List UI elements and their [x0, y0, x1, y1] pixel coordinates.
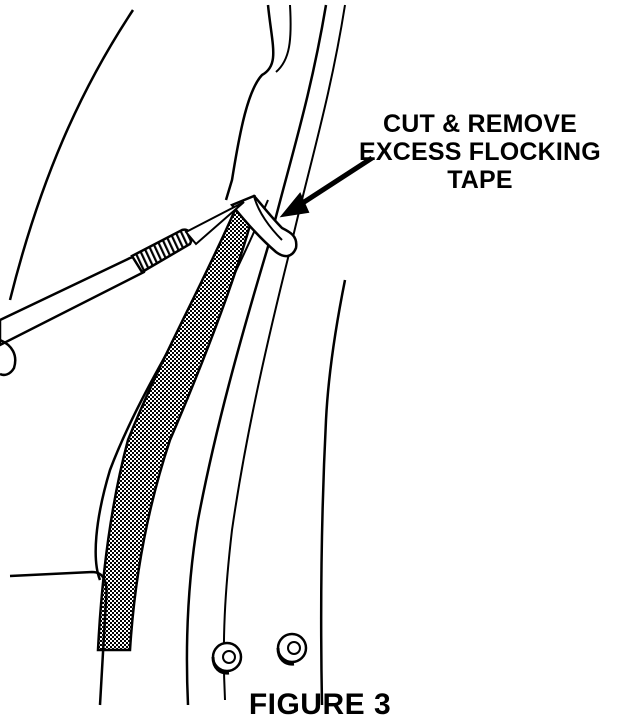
flocking-tape-strip — [96, 208, 254, 652]
callout-arrow-shaft — [296, 155, 374, 209]
callout-line-2: EXCESS FLOCKING — [359, 138, 601, 166]
callout-line-3: TAPE — [447, 166, 513, 194]
body-panel-outline — [8, 9, 135, 301]
fastener-left — [211, 641, 243, 675]
fastener-right — [276, 632, 308, 666]
excess-tape-flap — [229, 194, 298, 258]
door-frame-upper-curve — [224, 4, 275, 201]
lower-panel-outline — [9, 570, 108, 706]
pillar-line-right-1 — [185, 4, 328, 706]
knife-threaded-ferrule — [130, 228, 193, 274]
door-panel-edge — [319, 279, 347, 706]
callout-label: CUT & REMOVE EXCESS FLOCKING TAPE — [330, 110, 630, 194]
knife-blade — [184, 201, 245, 246]
door-frame-upper-curve-inner — [275, 4, 292, 73]
callout-line-1: CUT & REMOVE — [382, 110, 578, 138]
callout-arrow-head — [279, 192, 310, 218]
knife-handle-end — [0, 338, 17, 377]
pillar-line-right-2 — [222, 4, 346, 701]
excess-tape-flap-fold — [253, 195, 283, 241]
figure-caption: FIGURE 3 — [248, 688, 392, 721]
knife-handle — [0, 255, 147, 347]
